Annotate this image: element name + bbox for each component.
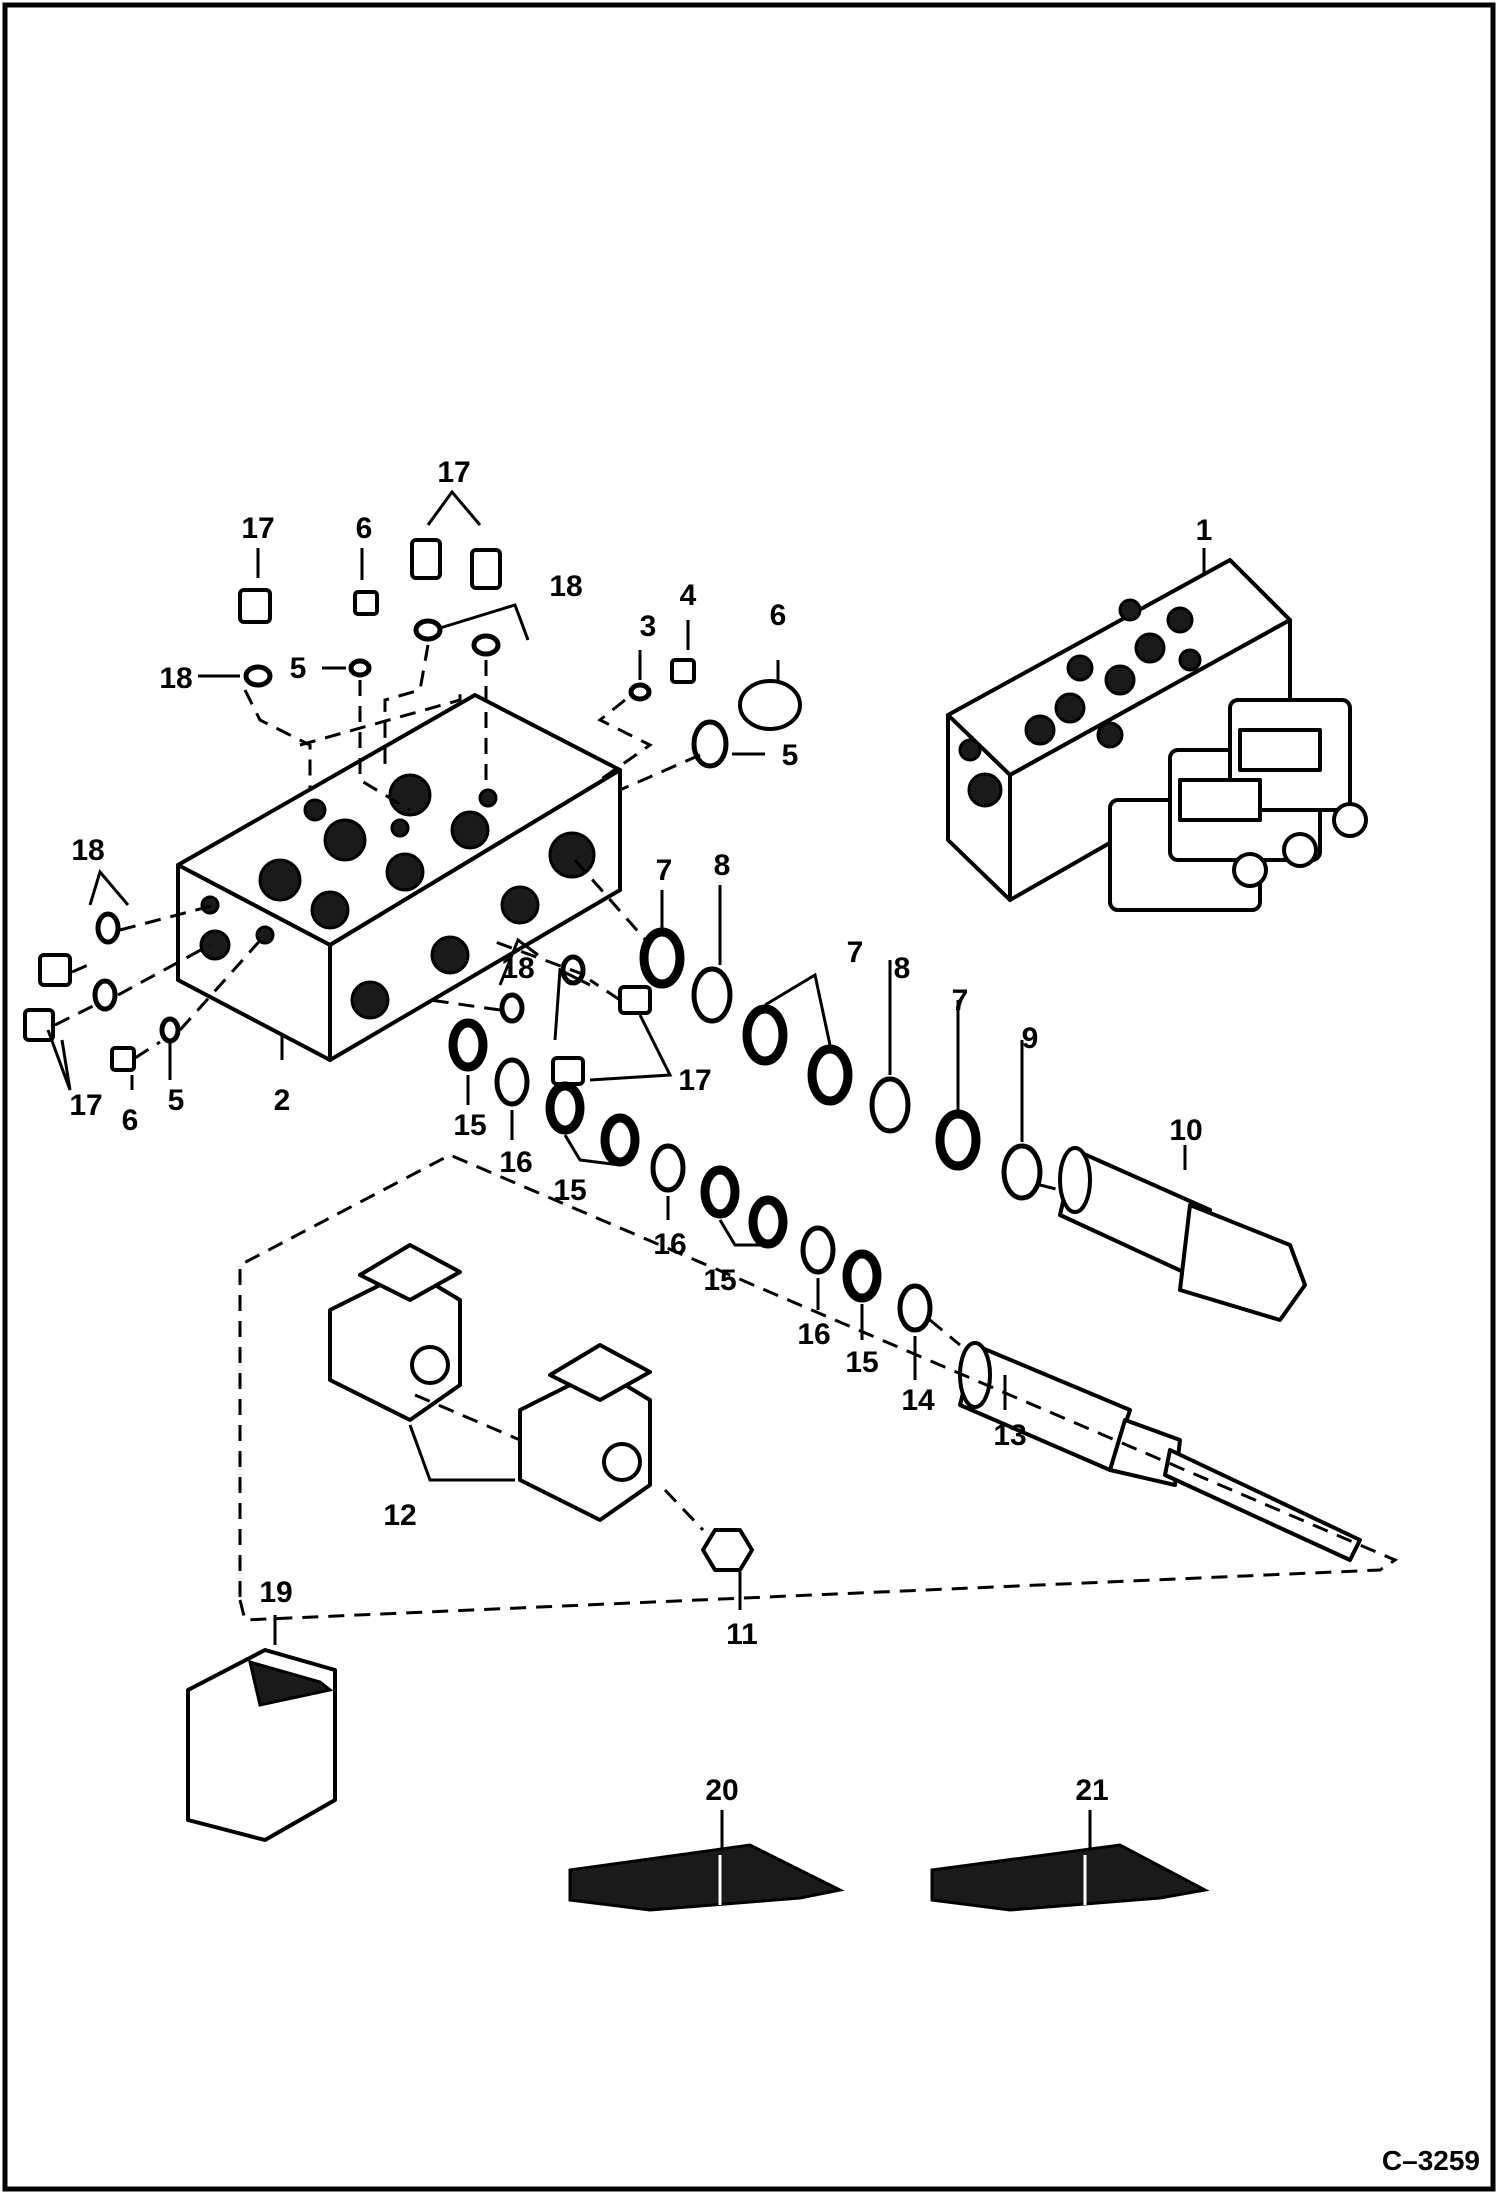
callout-19: 19	[259, 1576, 292, 1609]
callout-8: 8	[714, 849, 731, 882]
callout-7: 7	[952, 984, 969, 1017]
callout-18: 18	[159, 662, 192, 695]
callout-14: 14	[901, 1384, 935, 1417]
callout-5: 5	[290, 652, 307, 685]
callout-18: 18	[71, 834, 104, 867]
callout-7: 7	[656, 854, 673, 887]
callout-6: 6	[356, 512, 373, 545]
assembly-dashed-lines	[54, 644, 1399, 1622]
kit-box-part	[186, 1648, 337, 1842]
small-o-rings	[92, 618, 729, 1044]
callout-16: 16	[797, 1318, 830, 1351]
upper-seal-stack	[639, 927, 1043, 1201]
leader-lines	[46, 489, 1187, 1850]
callout-18: 18	[549, 570, 582, 603]
callout-16: 16	[653, 1228, 686, 1261]
valve-body-part	[176, 693, 622, 1062]
callout-6: 6	[770, 599, 787, 632]
callout-21: 21	[1075, 1774, 1108, 1807]
callout-11: 11	[726, 1618, 758, 1651]
callout-15: 15	[703, 1264, 736, 1297]
callout-17: 17	[678, 1064, 711, 1097]
callout-10: 10	[1169, 1114, 1202, 1147]
callout-17: 17	[69, 1089, 102, 1122]
callout-15: 15	[553, 1174, 586, 1207]
callout-2: 2	[274, 1084, 291, 1117]
callout-3: 3	[640, 610, 657, 643]
callout-labels: 1 2 3 4 5 5 5 6 6 6 7 7 7 8 8 9 10 11 12…	[69, 456, 1212, 1807]
callout-17: 17	[241, 512, 274, 545]
spool-cartridge-part	[958, 1341, 1362, 1562]
assembled-valve-part	[946, 548, 1368, 912]
callout-5: 5	[168, 1084, 185, 1117]
callout-15: 15	[845, 1346, 878, 1379]
callout-8: 8	[894, 952, 911, 985]
cartridge-valve-part	[1058, 1146, 1307, 1322]
figure-number: C–3259	[1382, 2145, 1480, 2176]
callout-1: 1	[1196, 514, 1213, 547]
callout-6: 6	[122, 1104, 139, 1137]
callout-12: 12	[383, 1499, 416, 1532]
callout-15: 15	[453, 1109, 486, 1142]
callout-7: 7	[847, 936, 864, 969]
callout-17: 17	[437, 456, 470, 489]
callout-16: 16	[499, 1146, 532, 1179]
callout-18: 18	[501, 952, 534, 985]
callout-4: 4	[680, 579, 697, 612]
callout-9: 9	[1022, 1022, 1039, 1055]
solenoid-coil-part	[328, 1243, 652, 1522]
callout-20: 20	[705, 1774, 738, 1807]
plug-parts	[23, 538, 802, 1572]
callout-13: 13	[993, 1419, 1026, 1452]
callout-5: 5	[782, 739, 799, 772]
decal-parts	[568, 1843, 1210, 1912]
